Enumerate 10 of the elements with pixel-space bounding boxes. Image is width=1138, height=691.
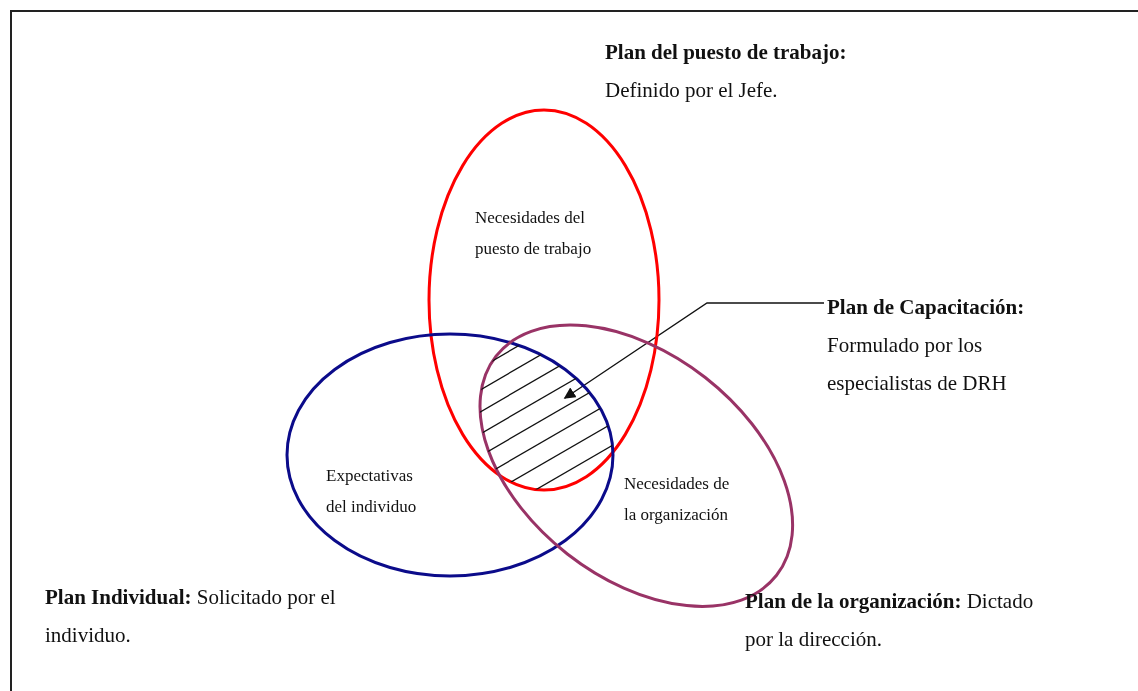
callout-text: Plan de Capacitación: Formulado por los especialistas de DRH [827,294,1026,397]
leader-arrow [563,302,825,399]
plan-description: Plan Individual: Solicitado por el individuo. [45,584,337,649]
ellipse [479,325,793,607]
ellipse-label: Necesidades del puesto de trabajo [475,207,593,260]
plan-description: Plan del puesto de trabajo: Definido por el Jefe. [605,39,848,104]
ellipse-label: Necesidades de la organización [624,473,731,526]
plan-description: Plan de la organización: Dictado por la dirección. [745,588,1035,653]
ellipse-label: Expectativas del individuo [326,465,418,518]
ellipse [287,334,613,576]
